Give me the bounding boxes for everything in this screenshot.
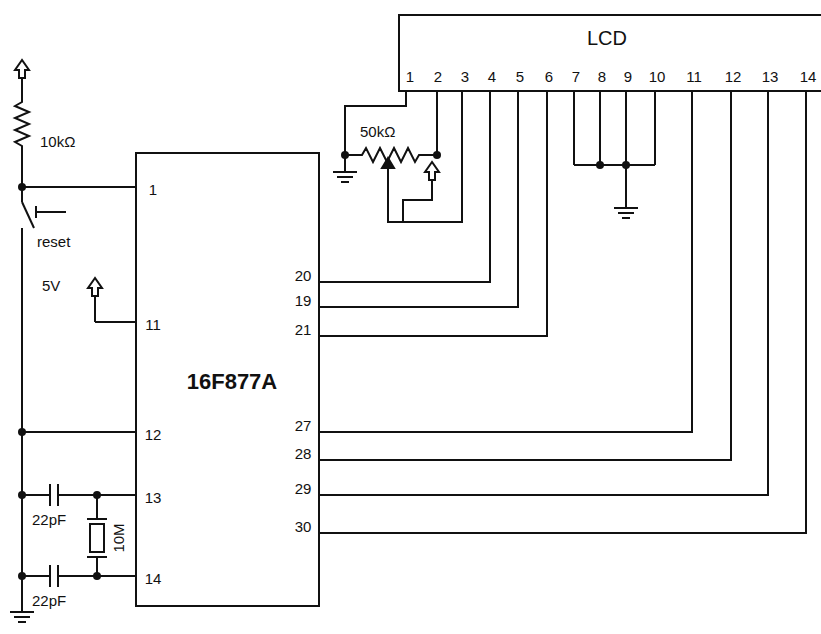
- pin-number: 11: [686, 69, 702, 84]
- chip-name: 16F877A: [187, 371, 278, 393]
- capacitor-symbol: [49, 565, 51, 587]
- capacitor-value: 22pF: [32, 593, 66, 608]
- pin-number: 30: [295, 519, 312, 534]
- lcd-module: LCD1234567891011121314: [398, 14, 821, 92]
- signal-wire: [320, 92, 731, 460]
- pin-number: 12: [725, 69, 742, 84]
- pin-number: 8: [598, 69, 606, 84]
- pin-number: 6: [545, 69, 553, 84]
- signal-wire: [320, 92, 518, 307]
- pin-number: 10: [649, 69, 666, 84]
- pin-number: 19: [295, 293, 312, 308]
- resistor-value: 10kΩ: [40, 134, 75, 149]
- potentiometer-value: 50kΩ: [360, 124, 395, 139]
- switch-symbol: [22, 202, 34, 228]
- supply-symbol: [15, 60, 29, 78]
- supply-symbol: [88, 278, 102, 296]
- crystal-value: 10M: [111, 523, 126, 552]
- ground-symbol: [614, 207, 638, 209]
- pin-number: 4: [488, 69, 496, 84]
- resistor-symbol: [15, 96, 29, 187]
- voltage-label: 5V: [42, 278, 60, 293]
- capacitor-symbol: [49, 484, 51, 506]
- pin-number: 12: [145, 427, 162, 442]
- microcontroller-chip: 16F877A11112131420192127282930: [135, 152, 320, 607]
- pin-number: 13: [762, 69, 779, 84]
- pin-number: 29: [295, 481, 312, 496]
- pin-number: 1: [149, 182, 157, 197]
- switch-label: reset: [37, 234, 70, 249]
- pin-number: 21: [295, 322, 312, 337]
- lcd-title: LCD: [587, 28, 627, 48]
- signal-wire: [320, 92, 547, 336]
- pin-number: 9: [624, 69, 632, 84]
- pin-number: 1: [406, 69, 414, 84]
- signal-wire: [320, 92, 692, 432]
- capacitor-value: 22pF: [32, 512, 66, 527]
- potentiometer-symbol: [345, 148, 437, 162]
- pin-number: 14: [145, 571, 162, 586]
- pin-number: 28: [295, 446, 312, 461]
- junction-dots: [18, 151, 630, 580]
- pin-number: 20: [295, 268, 312, 283]
- pin-number: 2: [434, 69, 442, 84]
- signal-wire: [320, 92, 806, 533]
- ground-symbol: [333, 171, 357, 173]
- pin-number: 14: [800, 69, 817, 84]
- signal-wire: [320, 92, 490, 282]
- crystal-symbol: [87, 518, 107, 520]
- supply-symbol: [425, 162, 439, 180]
- pin-number: 7: [572, 69, 580, 84]
- pin-number: 5: [516, 69, 524, 84]
- pin-number: 11: [145, 317, 161, 332]
- pin-number: 27: [295, 418, 312, 433]
- pin-number: 3: [461, 69, 469, 84]
- pin-number: 13: [145, 490, 162, 505]
- ground-symbol: [10, 611, 34, 613]
- signal-wire: [320, 92, 768, 495]
